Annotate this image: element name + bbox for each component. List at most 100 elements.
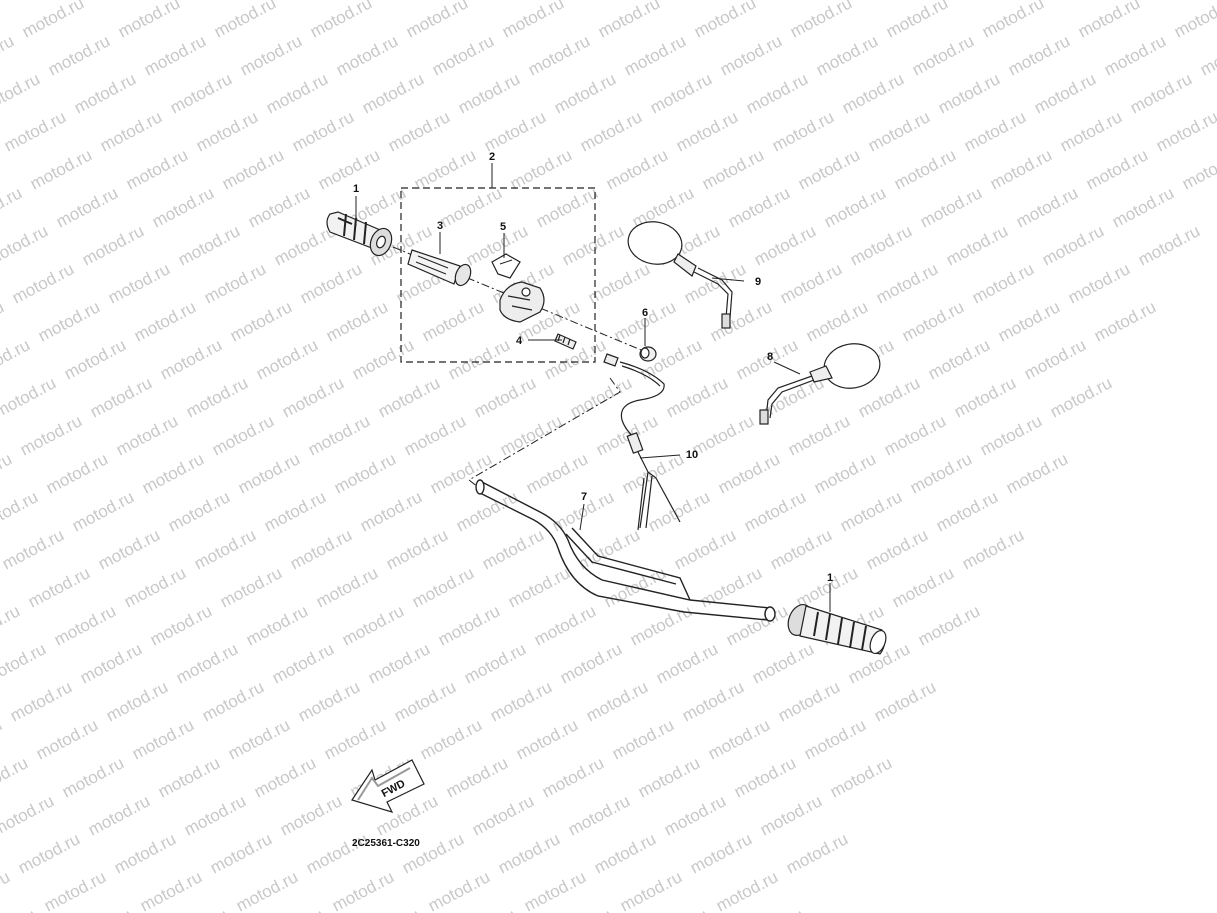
watermark-text: motod.ru xyxy=(131,297,199,345)
watermark-text: motod.ru xyxy=(811,449,879,497)
watermark-text: motod.ru xyxy=(691,0,759,42)
watermark-text: motod.ru xyxy=(175,221,243,269)
watermark-text: motod.ru xyxy=(399,829,467,877)
watermark-text: motod.ru xyxy=(1075,0,1143,42)
watermark-text: motod.ru xyxy=(427,449,495,497)
watermark-text: motod.ru xyxy=(593,411,661,459)
watermark-text: motod.ru xyxy=(969,259,1037,307)
watermark-text: motod.ru xyxy=(871,677,939,725)
callout-3: 3 xyxy=(437,220,443,232)
watermark-text: motod.ru xyxy=(479,525,547,573)
watermark-text: motod.ru xyxy=(359,69,427,117)
watermark-text: motod.ru xyxy=(1135,221,1203,269)
watermark-text: motod.ru xyxy=(201,259,269,307)
watermark-text: motod.ru xyxy=(385,107,453,155)
watermark-text: motod.ru xyxy=(95,525,163,573)
watermark-text: motod.ru xyxy=(35,297,103,345)
watermark-text: motod.ru xyxy=(713,867,781,913)
callout-labels: 1 2 3 4 5 6 7 8 9 10 1 xyxy=(353,151,833,584)
watermark-text: motod.ru xyxy=(839,69,907,117)
watermark-text: motod.ru xyxy=(323,297,391,345)
watermark-text: motod.ru xyxy=(27,145,95,193)
watermark-text: motod.ru xyxy=(219,145,287,193)
watermark-text: motod.ru xyxy=(757,791,825,839)
drawing-code: 2C25361-C320 xyxy=(352,838,420,849)
watermark-text: motod.ru xyxy=(699,145,767,193)
watermark-text: motod.ru xyxy=(185,0,253,4)
watermark-text: motod.ru xyxy=(409,563,477,611)
watermark-text: motod.ru xyxy=(883,0,951,42)
watermark-text: motod.ru xyxy=(429,31,497,79)
watermark-text: motod.ru xyxy=(199,677,267,725)
watermark-text: motod.ru xyxy=(113,411,181,459)
watermark-text: motod.ru xyxy=(445,335,513,383)
watermark-text: motod.ru xyxy=(217,563,285,611)
watermark-text: motod.ru xyxy=(253,335,321,383)
watermark-text: motod.ru xyxy=(627,601,695,649)
watermark-text: motod.ru xyxy=(1153,107,1217,155)
watermark-text: motod.ru xyxy=(69,487,137,535)
watermark-text: motod.ru xyxy=(383,525,451,573)
callout-10: 10 xyxy=(686,449,698,461)
watermark-text: motod.ru xyxy=(673,107,741,155)
watermark-text: motod.ru xyxy=(105,259,173,307)
watermark-text: motod.ru xyxy=(455,69,523,117)
watermark-text: motod.ru xyxy=(41,867,109,913)
watermark-text: motod.ru xyxy=(0,525,67,573)
watermark-text: motod.ru xyxy=(33,715,101,763)
watermark-text: motod.ru xyxy=(665,0,733,4)
watermark-text: motod.ru xyxy=(261,487,329,535)
watermark-text: motod.ru xyxy=(163,905,231,913)
watermark-text: motod.ru xyxy=(961,107,1029,155)
watermark-text: motod.ru xyxy=(487,677,555,725)
watermark-text: motod.ru xyxy=(287,525,355,573)
watermark-text: motod.ru xyxy=(155,753,223,801)
watermark-text: motod.ru xyxy=(61,335,129,383)
watermark-text: motod.ru xyxy=(873,259,941,307)
watermark-text: motod.ru xyxy=(233,867,301,913)
watermark-text: motod.ru xyxy=(0,221,51,269)
watermark-text: motod.ru xyxy=(1171,0,1217,42)
watermark-text: motod.ru xyxy=(1127,69,1195,117)
watermark-text: motod.ru xyxy=(183,373,251,421)
watermark-text: motod.ru xyxy=(987,145,1055,193)
watermark-text: motod.ru xyxy=(123,145,191,193)
watermark-text: motod.ru xyxy=(209,411,277,459)
watermark-text: motod.ru xyxy=(743,69,811,117)
watermark-text: motod.ru xyxy=(495,829,563,877)
watermark-text: motod.ru xyxy=(909,31,977,79)
watermark-text: motod.ru xyxy=(473,0,541,4)
watermark-text: motod.ru xyxy=(857,0,925,4)
watermark-text: motod.ru xyxy=(1057,107,1125,155)
watermark-text: motod.ru xyxy=(739,905,807,913)
watermark-text: motod.ru xyxy=(51,601,119,649)
watermark-text: motod.ru xyxy=(551,69,619,117)
watermark-text: motod.ru xyxy=(1031,69,1099,117)
watermark-text: motod.ru xyxy=(471,373,539,421)
watermark-text: motod.ru xyxy=(139,449,207,497)
watermark-text: motod.ru xyxy=(245,183,313,231)
watermark-text: motod.ru xyxy=(1021,335,1089,383)
watermark-text: motod.ru xyxy=(191,525,259,573)
watermark-text: motod.ru xyxy=(181,791,249,839)
watermark-text: motod.ru xyxy=(269,639,337,687)
watermark-text: motod.ru xyxy=(193,107,261,155)
watermark-text: motod.ru xyxy=(435,601,503,649)
watermark-text: motod.ru xyxy=(521,867,589,913)
watermark-text: motod.ru xyxy=(453,487,521,535)
leader-lines xyxy=(355,163,831,612)
grip-right xyxy=(787,604,887,655)
watermark-text: motod.ru xyxy=(783,829,851,877)
watermark-text: motod.ru xyxy=(953,0,1021,4)
watermark-text: motod.ru xyxy=(0,373,59,421)
watermark-text: motod.ru xyxy=(979,0,1047,42)
watermark-text: motod.ru xyxy=(425,867,493,913)
watermark-text: motod.ru xyxy=(1039,221,1107,269)
watermark-text: motod.ru xyxy=(837,487,905,535)
watermark-text: motod.ru xyxy=(577,107,645,155)
watermark-text: motod.ru xyxy=(1145,0,1213,4)
watermark-text: motod.ru xyxy=(917,183,985,231)
watermark-text: motod.ru xyxy=(281,0,349,4)
watermark-text: motod.ru xyxy=(497,411,565,459)
